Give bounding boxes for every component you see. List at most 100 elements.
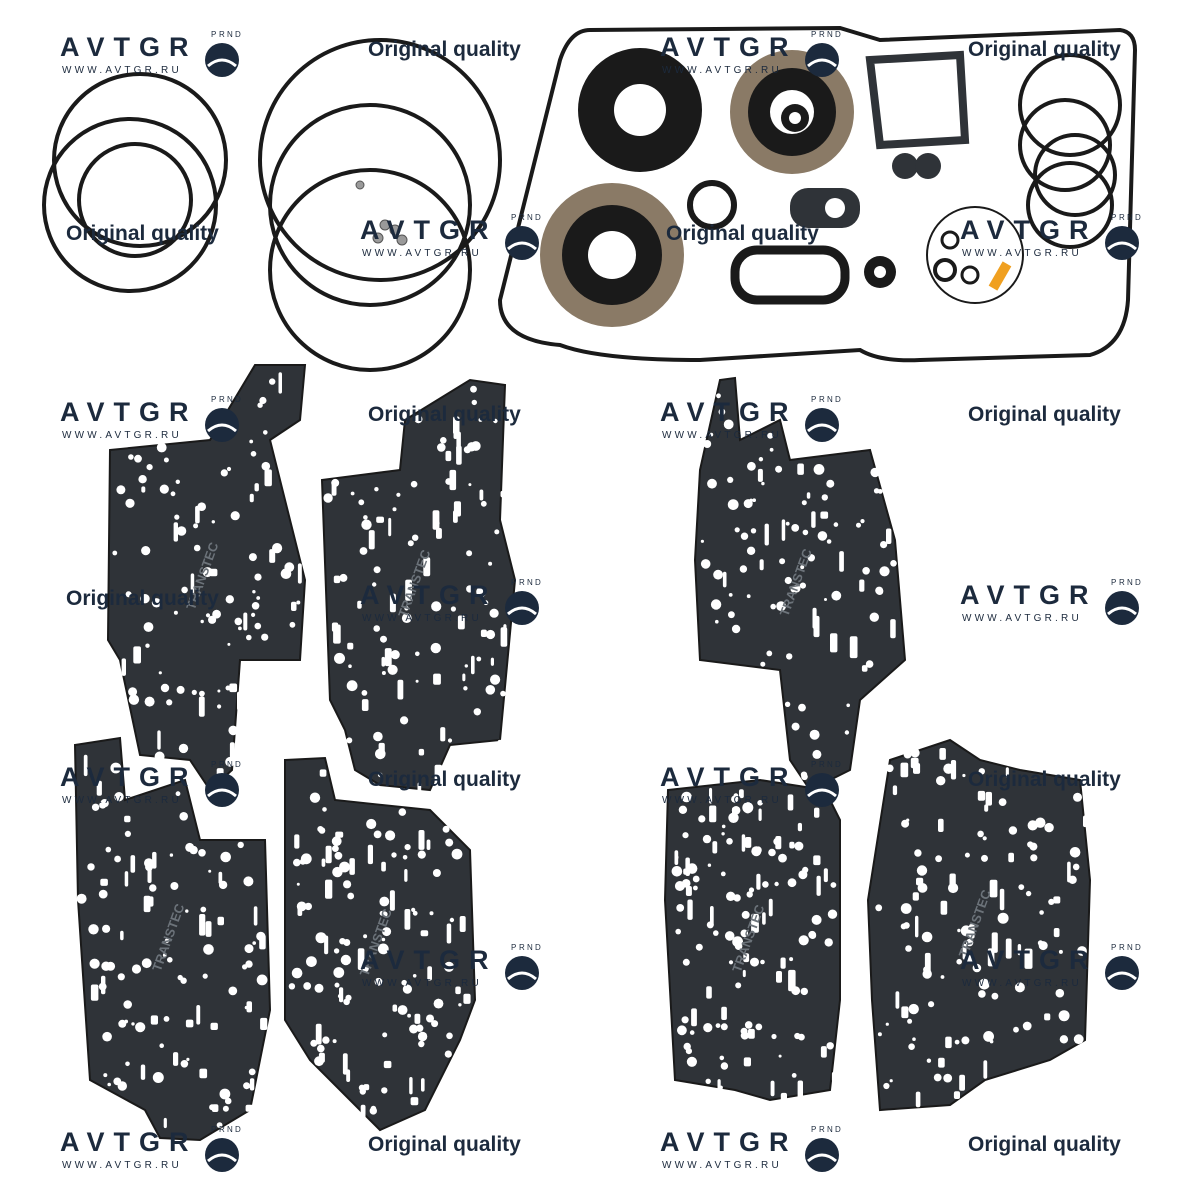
svg-text:N: N [527, 213, 533, 222]
brand-site: WWW.AVTGR.RU [662, 65, 782, 76]
brand-watermark: AVTGR WWW.AVTGR.RU P R N D [360, 943, 550, 1005]
brand-name: AVTGR [660, 397, 798, 427]
brand-site: WWW.AVTGR.RU [662, 430, 782, 441]
svg-text:P: P [211, 30, 216, 39]
svg-text:N: N [227, 395, 233, 404]
svg-text:P: P [811, 395, 816, 404]
brand-watermark: AVTGR WWW.AVTGR.RU P R N D [360, 578, 550, 640]
gear-logo-icon: P R N D [505, 943, 541, 990]
svg-text:D: D [535, 578, 541, 587]
separator-gasket [866, 738, 1092, 1112]
separator-gasket [663, 778, 841, 1102]
separator-gasket [73, 736, 272, 1142]
brand-site: WWW.AVTGR.RU [62, 1160, 182, 1171]
gasket-holes [288, 769, 471, 1126]
brand-name: AVTGR [60, 32, 198, 62]
brand-name: AVTGR [360, 580, 498, 610]
quality-label: Original quality [368, 38, 521, 61]
svg-text:P: P [811, 760, 816, 769]
svg-text:D: D [835, 395, 841, 404]
gasket-holes [323, 385, 508, 800]
svg-text:D: D [1135, 578, 1141, 587]
o-rings-right [926, 53, 1122, 304]
brand-watermark: AVTGR WWW.AVTGR.RU P R N D [960, 943, 1150, 1005]
svg-text:D: D [535, 213, 541, 222]
svg-text:P: P [811, 30, 816, 39]
svg-text:P: P [211, 1125, 216, 1134]
svg-text:N: N [527, 943, 533, 952]
brand-name: AVTGR [960, 215, 1098, 245]
check-balls [355, 180, 408, 246]
brand-watermark: AVTGR WWW.AVTGR.RU P R N D [660, 395, 850, 457]
gasket-holes [112, 372, 302, 785]
brand-name: AVTGR [60, 397, 198, 427]
brand-site: WWW.AVTGR.RU [62, 430, 182, 441]
quality-label: Original quality [66, 587, 219, 610]
gear-logo-icon: P R N D [205, 1125, 241, 1172]
svg-text:N: N [827, 30, 833, 39]
svg-text:R: R [819, 395, 825, 404]
gasket-holes [671, 787, 839, 1106]
svg-text:P: P [211, 760, 216, 769]
svg-text:P: P [1111, 943, 1116, 952]
svg-text:P: P [1111, 213, 1116, 222]
brand-watermark: AVTGR WWW.AVTGR.RU P R N D [660, 760, 850, 822]
svg-text:R: R [219, 395, 225, 404]
brand-name: AVTGR [60, 1127, 198, 1157]
brand-name: AVTGR [660, 32, 798, 62]
svg-text:D: D [1135, 213, 1141, 222]
svg-text:R: R [219, 1125, 225, 1134]
svg-text:D: D [835, 30, 841, 39]
gear-logo-icon: P R N D [505, 578, 541, 625]
svg-text:R: R [519, 213, 525, 222]
brand-watermark: AVTGR WWW.AVTGR.RU P R N D [60, 760, 250, 822]
svg-text:D: D [1135, 943, 1141, 952]
svg-text:D: D [235, 30, 241, 39]
quality-label: Original quality [968, 1133, 1121, 1156]
svg-text:D: D [535, 943, 541, 952]
svg-text:R: R [1119, 943, 1125, 952]
gasket-holes [76, 754, 268, 1129]
svg-text:D: D [835, 1125, 841, 1134]
quality-label: Original quality [968, 768, 1121, 791]
gear-logo-icon: P R N D [205, 760, 241, 807]
gear-logo-icon: P R N D [1105, 213, 1141, 260]
gear-logo-icon: P R N D [505, 213, 541, 260]
brand-site: WWW.AVTGR.RU [662, 1160, 782, 1171]
quality-label: Original quality [368, 403, 521, 426]
svg-text:P: P [1111, 578, 1116, 587]
svg-text:D: D [235, 1125, 241, 1134]
brand-watermark: AVTGR WWW.AVTGR.RU P R N D [60, 30, 250, 92]
brand-watermark: AVTGR WWW.AVTGR.RU P R N D [660, 1125, 850, 1187]
gear-logo-icon: P R N D [805, 760, 841, 807]
gear-logo-icon: P R N D [205, 395, 241, 442]
brand-watermark: AVTGR WWW.AVTGR.RU P R N D [960, 578, 1150, 640]
svg-text:D: D [235, 760, 241, 769]
svg-text:P: P [511, 943, 516, 952]
brand-name: AVTGR [660, 1127, 798, 1157]
svg-text:R: R [819, 30, 825, 39]
brand-site: WWW.AVTGR.RU [962, 248, 1082, 259]
brand-site: WWW.AVTGR.RU [62, 795, 182, 806]
brand-watermark: AVTGR WWW.AVTGR.RU P R N D [960, 213, 1150, 275]
svg-text:P: P [511, 578, 516, 587]
quality-label: Original quality [66, 222, 219, 245]
brand-name: AVTGR [360, 945, 498, 975]
accent-tag [988, 261, 1012, 291]
brand-site: WWW.AVTGR.RU [962, 978, 1082, 989]
shaft-seals [540, 48, 970, 327]
brand-site: WWW.AVTGR.RU [362, 613, 482, 624]
brand-watermark: AVTGR WWW.AVTGR.RU P R N D [60, 1125, 250, 1187]
quality-label: Original quality [368, 1133, 521, 1156]
gear-logo-icon: P R N D [805, 395, 841, 442]
svg-text:R: R [1119, 578, 1125, 587]
brand-name: AVTGR [660, 762, 798, 792]
separator-gasket [106, 364, 307, 792]
svg-text:N: N [827, 395, 833, 404]
svg-text:R: R [219, 760, 225, 769]
quality-label: Original quality [666, 222, 819, 245]
gasket-holes [875, 748, 1088, 1108]
brand-site: WWW.AVTGR.RU [362, 248, 482, 259]
